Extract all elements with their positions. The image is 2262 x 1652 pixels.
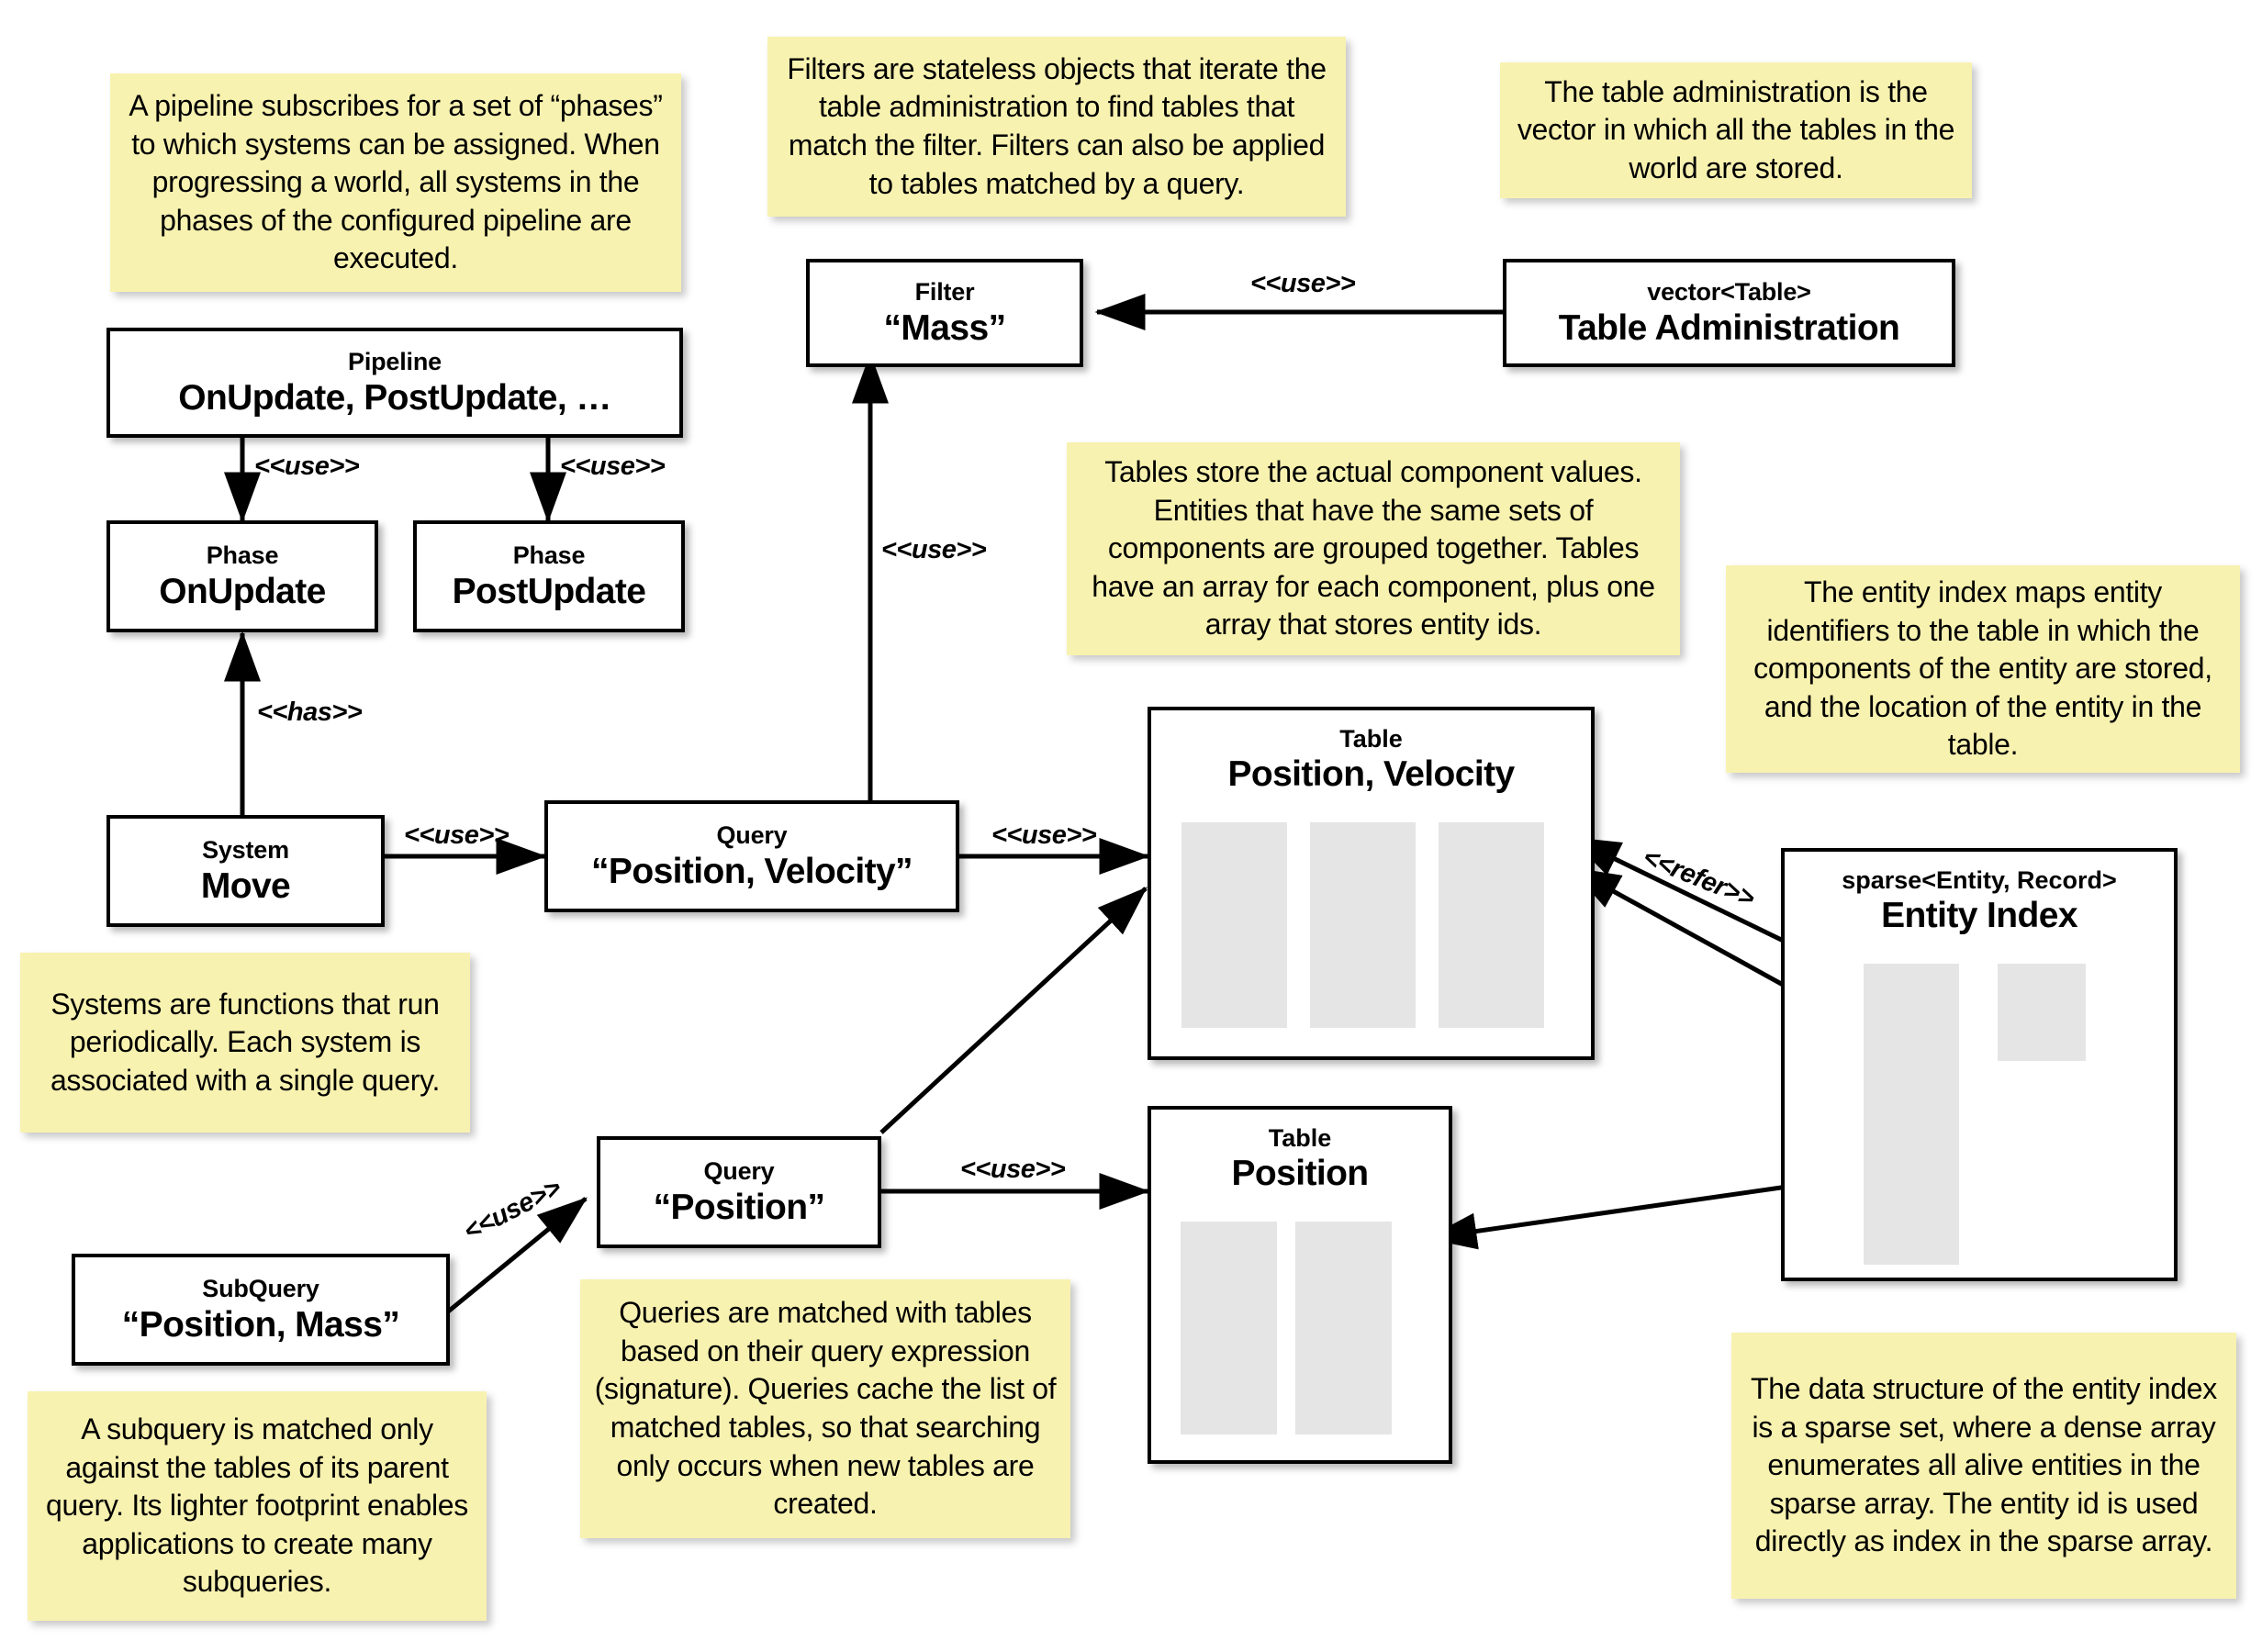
node-query-position-velocity[interactable]: Query “Position, Velocity” [544, 800, 959, 912]
table-posvel-columns [1181, 822, 1544, 1028]
node-phase-onupdate-stereotype: Phase [206, 541, 279, 569]
node-pipeline-stereotype: Pipeline [348, 347, 442, 375]
note-table-admin: The table administration is the vector i… [1500, 62, 1972, 198]
node-query-posvel-stereotype: Query [716, 820, 788, 849]
node-query-position-name: “Position” [653, 1187, 825, 1227]
table-position-header: Table Position [1151, 1110, 1449, 1194]
note-query: Queries are matched with tables based on… [580, 1279, 1070, 1538]
edge-label-query-uses-filter: <<use>> [881, 535, 987, 564]
edge-label-querypos-uses-table: <<use>> [960, 1155, 1066, 1184]
edge-label-admin-uses-filter: <<use>> [1250, 269, 1356, 298]
edge-querypos-tableposvel2 [879, 887, 1148, 1134]
table-column [1310, 822, 1416, 1028]
node-table-admin-name: Table Administration [1558, 307, 1900, 348]
node-table-position[interactable]: Table Position [1148, 1106, 1452, 1464]
edge-label-queryposvel-uses-table: <<use>> [991, 820, 1097, 850]
table-position-columns [1181, 1222, 1392, 1434]
node-system-move-stereotype: System [202, 835, 289, 864]
edge-label-system-uses-query: <<use>> [404, 820, 510, 850]
node-phase-postupdate[interactable]: Phase PostUpdate [413, 520, 685, 632]
node-table-admin-stereotype: vector<Table> [1647, 277, 1811, 306]
node-query-position-stereotype: Query [703, 1156, 775, 1185]
note-pipeline: A pipeline subscribes for a set of “phas… [110, 73, 681, 292]
note-table: Tables store the actual component values… [1067, 442, 1680, 655]
edge-label-system-has-phase: <<has>> [257, 698, 363, 727]
edge-label-pipeline-postupdate: <<use>> [560, 452, 666, 481]
table-column [1439, 822, 1544, 1028]
table-posvel-name: Position, Velocity [1227, 754, 1515, 795]
edge-index-tablepos [1426, 1179, 1820, 1250]
node-table-position-velocity[interactable]: Table Position, Velocity [1148, 707, 1595, 1060]
entity-index-name: Entity Index [1881, 896, 2077, 936]
table-column [1181, 1222, 1277, 1434]
entity-index-header: sparse<Entity, Record> Entity Index [1785, 852, 2174, 936]
table-position-name: Position [1231, 1154, 1369, 1194]
node-subquery-stereotype: SubQuery [202, 1274, 319, 1302]
node-phase-postupdate-stereotype: Phase [512, 541, 586, 569]
node-query-position[interactable]: Query “Position” [597, 1136, 881, 1248]
note-filter: Filters are stateless objects that itera… [767, 37, 1346, 217]
table-position-stereotype: Table [1268, 1124, 1332, 1152]
node-filter-mass-stereotype: Filter [914, 277, 975, 306]
table-posvel-header: Table Position, Velocity [1151, 710, 1591, 795]
node-system-move[interactable]: System Move [106, 815, 385, 927]
table-posvel-stereotype: Table [1339, 725, 1403, 753]
table-column [1295, 1222, 1392, 1434]
node-pipeline[interactable]: Pipeline OnUpdate, PostUpdate, … [106, 328, 683, 438]
edge-label-index-refers-table: <<refer>> [1639, 843, 1759, 914]
node-pipeline-name: OnUpdate, PostUpdate, … [178, 377, 611, 418]
note-sparse: The data structure of the entity index i… [1731, 1333, 2236, 1599]
note-system: Systems are functions that run periodica… [20, 953, 470, 1133]
node-query-posvel-name: “Position, Velocity” [591, 851, 913, 891]
note-entity-index: The entity index maps entity identifiers… [1726, 565, 2240, 773]
node-filter-mass[interactable]: Filter “Mass” [806, 259, 1083, 367]
entity-index-dense-array [1998, 964, 2086, 1061]
node-table-administration[interactable]: vector<Table> Table Administration [1503, 259, 1955, 367]
node-phase-onupdate[interactable]: Phase OnUpdate [106, 520, 378, 632]
table-column [1181, 822, 1287, 1028]
edge-label-pipeline-onupdate: <<use>> [254, 452, 360, 481]
node-subquery-name: “Position, Mass” [121, 1304, 400, 1345]
node-entity-index[interactable]: sparse<Entity, Record> Entity Index [1781, 848, 2178, 1281]
entity-index-sparse-array [1864, 964, 1959, 1265]
node-subquery[interactable]: SubQuery “Position, Mass” [72, 1254, 450, 1366]
node-system-move-name: Move [200, 865, 291, 906]
edge-label-subquery-uses-query: <<use>> [459, 1173, 566, 1247]
node-phase-onupdate-name: OnUpdate [159, 571, 326, 611]
entity-index-stereotype: sparse<Entity, Record> [1842, 866, 2117, 894]
node-filter-mass-name: “Mass” [883, 307, 1007, 348]
note-subquery: A subquery is matched only against the t… [28, 1391, 487, 1621]
node-phase-postupdate-name: PostUpdate [452, 571, 646, 611]
